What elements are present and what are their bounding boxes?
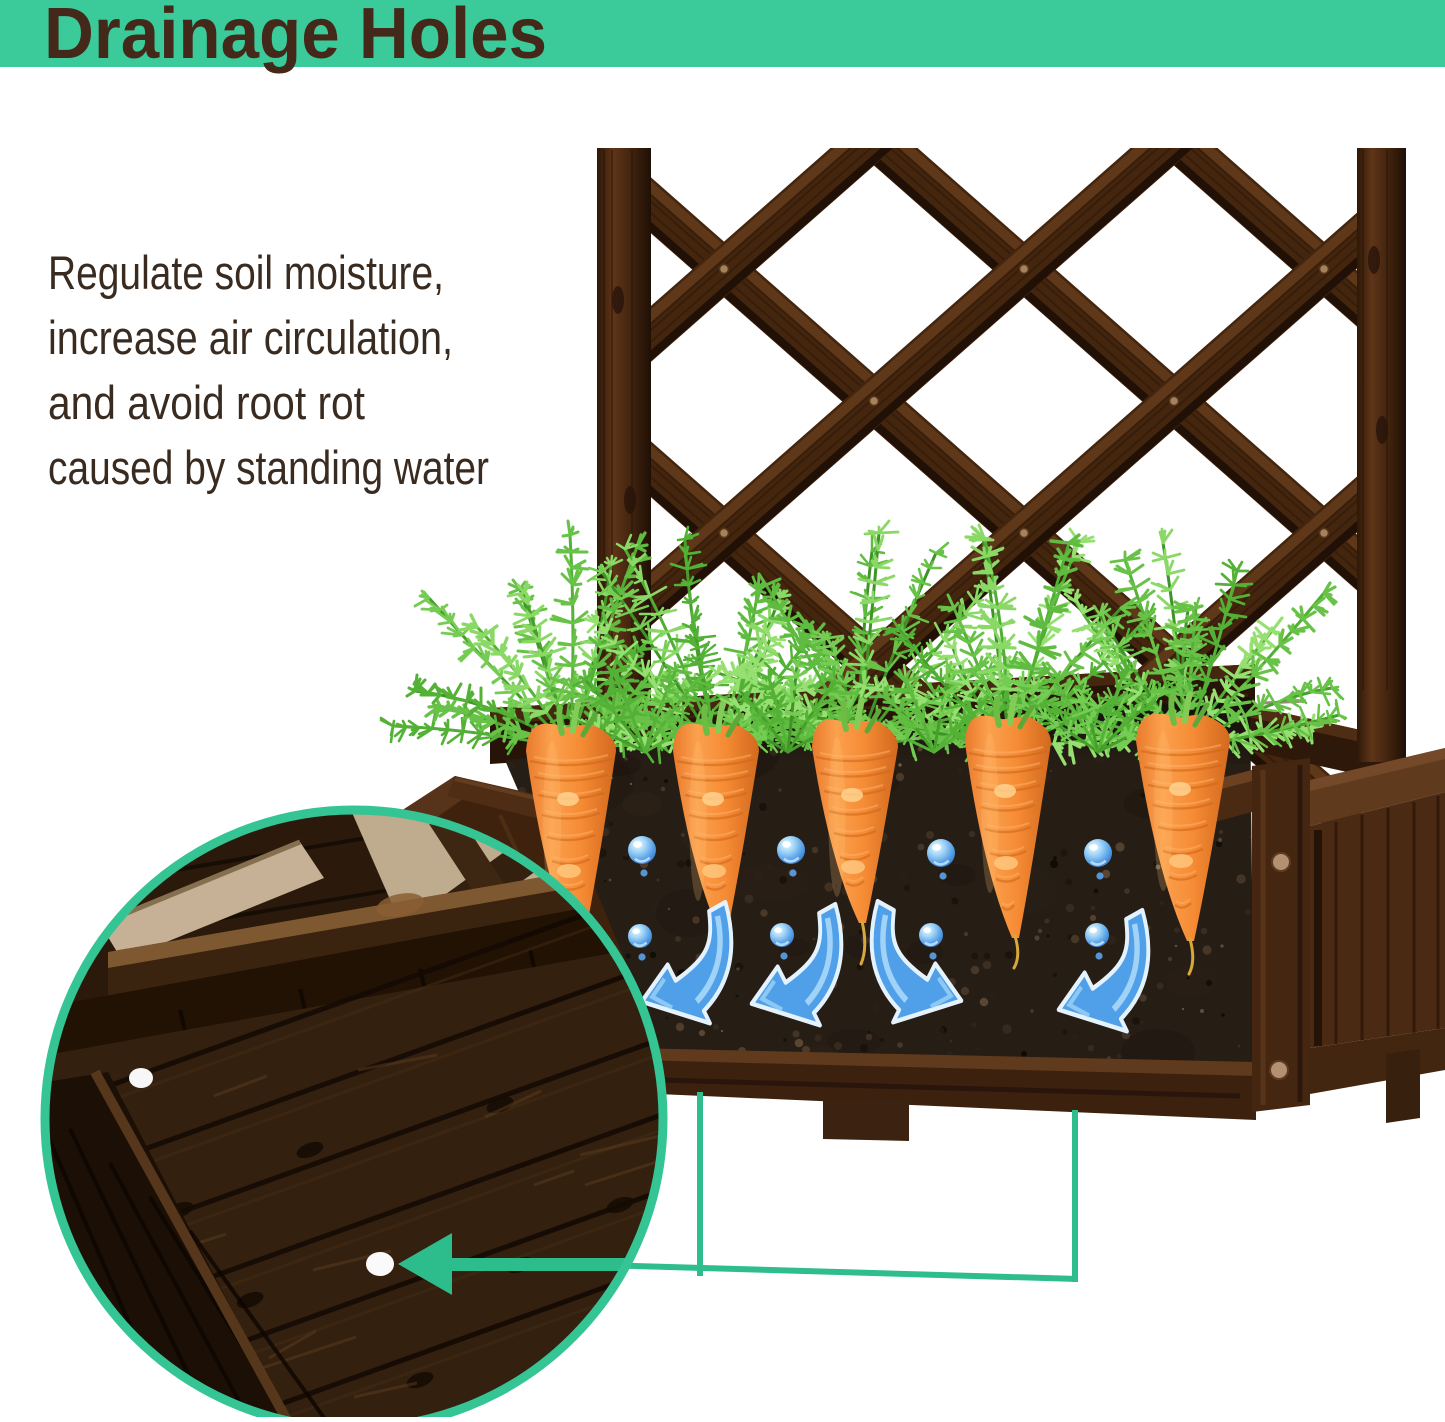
svg-text:caused by standing water: caused by standing water xyxy=(48,441,489,494)
svg-text:and avoid root rot: and avoid root rot xyxy=(48,376,365,429)
svg-text:increase air circulation,: increase air circulation, xyxy=(48,311,453,364)
svg-text:Drainage Holes: Drainage Holes xyxy=(44,0,547,74)
svg-text:Regulate soil moisture,: Regulate soil moisture, xyxy=(48,246,444,299)
